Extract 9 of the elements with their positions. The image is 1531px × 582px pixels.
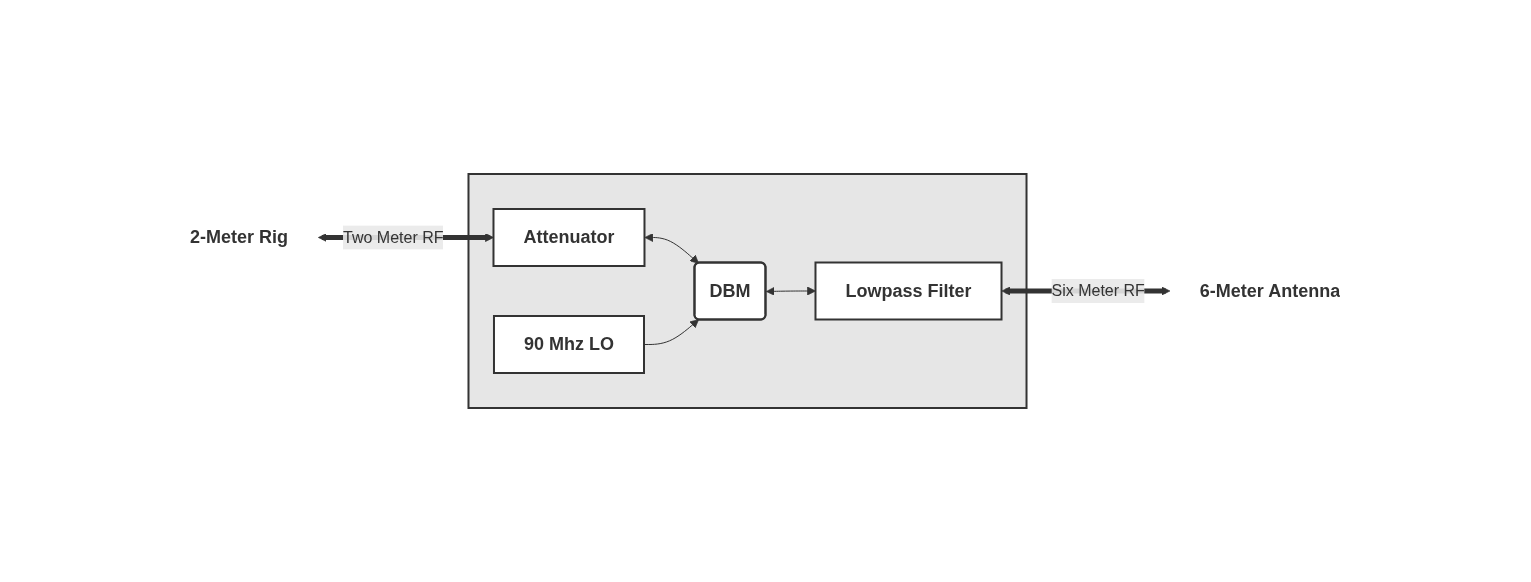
cluster [467,173,1028,409]
edge-label: Six Meter RF [1051,282,1146,299]
node-text: 2-Meter Rig [190,227,289,247]
node-box: Attenuator [492,208,646,267]
node-box: 90 Mhz LO [493,315,646,374]
arrow [644,233,700,264]
node-text: 6-Meter Antenna [1200,280,1341,301]
edge-label: Two Meter RF [343,228,444,246]
node-box: Lowpass Filter [814,261,1003,321]
